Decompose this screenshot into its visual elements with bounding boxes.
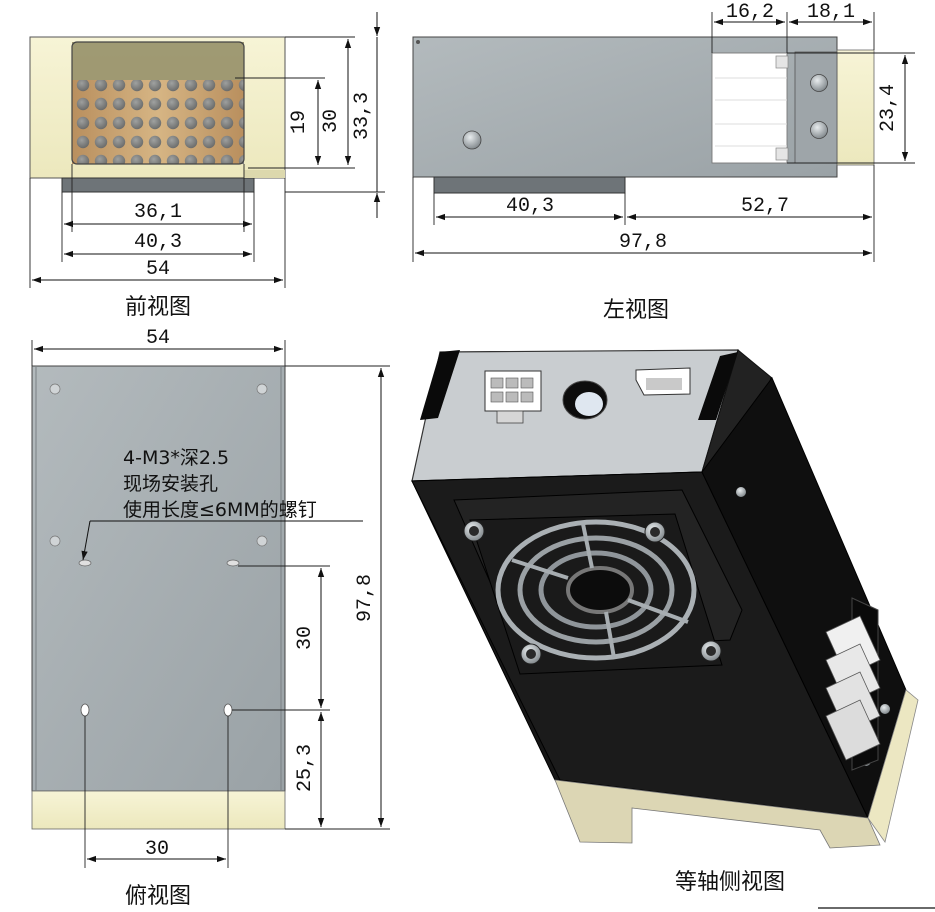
front-view-caption: 前视图 <box>125 295 191 320</box>
iso-view-caption: 等轴侧视图 <box>675 870 785 895</box>
side-connector <box>825 597 881 771</box>
left-dim-16-2: 16,2 <box>726 1 774 24</box>
left-dim-23-4: 23,4 <box>877 84 900 132</box>
isometric-view: 等轴侧视图 <box>411 349 935 909</box>
top-dim-30-horizontal: 30 <box>145 838 169 861</box>
front-dim-30: 30 <box>320 109 343 133</box>
note-line-3: 使用长度≤6MM的螺钉 <box>123 499 317 521</box>
front-view-dimensions: 19 30 33,3 36,1 40,3 54 <box>29 12 385 288</box>
left-view-dimensions: 16,2 18,1 23,4 40,3 52,7 97,8 <box>412 1 915 262</box>
front-dim-40-3: 40,3 <box>134 231 182 254</box>
top-dim-97-8: 97,8 <box>354 574 377 622</box>
left-view: 16,2 18,1 23,4 40,3 52,7 97,8 左视图 <box>412 1 915 323</box>
left-dim-40-3: 40,3 <box>506 195 554 218</box>
top-view-caption: 俯视图 <box>125 884 191 909</box>
front-view-body <box>29 36 286 193</box>
top-dim-30-vertical: 30 <box>294 626 317 650</box>
top-view-note: 4-M3*深2.5 现场安装孔 使用长度≤6MM的螺钉 <box>81 447 363 561</box>
front-dim-33-3: 33,3 <box>351 92 374 140</box>
top-view-body <box>31 365 286 830</box>
fan-guard <box>463 513 723 675</box>
front-dim-19: 19 <box>288 110 311 134</box>
front-dim-36-1: 36,1 <box>134 201 182 224</box>
front-dim-54: 54 <box>146 258 170 281</box>
left-view-caption: 左视图 <box>603 298 669 323</box>
left-dim-18-1: 18,1 <box>807 1 855 24</box>
top-dim-25-3: 25,3 <box>294 744 317 792</box>
front-view: 19 30 33,3 36,1 40,3 54 前视图 <box>29 12 385 320</box>
iso-top-face <box>484 367 890 766</box>
left-dim-52-7: 52,7 <box>741 195 789 218</box>
top-dim-54: 54 <box>146 327 170 350</box>
top-view: 4-M3*深2.5 现场安装孔 使用长度≤6MM的螺钉 54 97,8 30 2… <box>31 327 390 909</box>
note-line-1: 4-M3*深2.5 <box>123 447 229 469</box>
left-view-body <box>412 36 875 194</box>
top-view-dimensions: 54 97,8 30 25,3 30 <box>31 327 390 868</box>
note-line-2: 现场安装孔 <box>123 473 218 495</box>
left-dim-97-8: 97,8 <box>619 231 667 254</box>
